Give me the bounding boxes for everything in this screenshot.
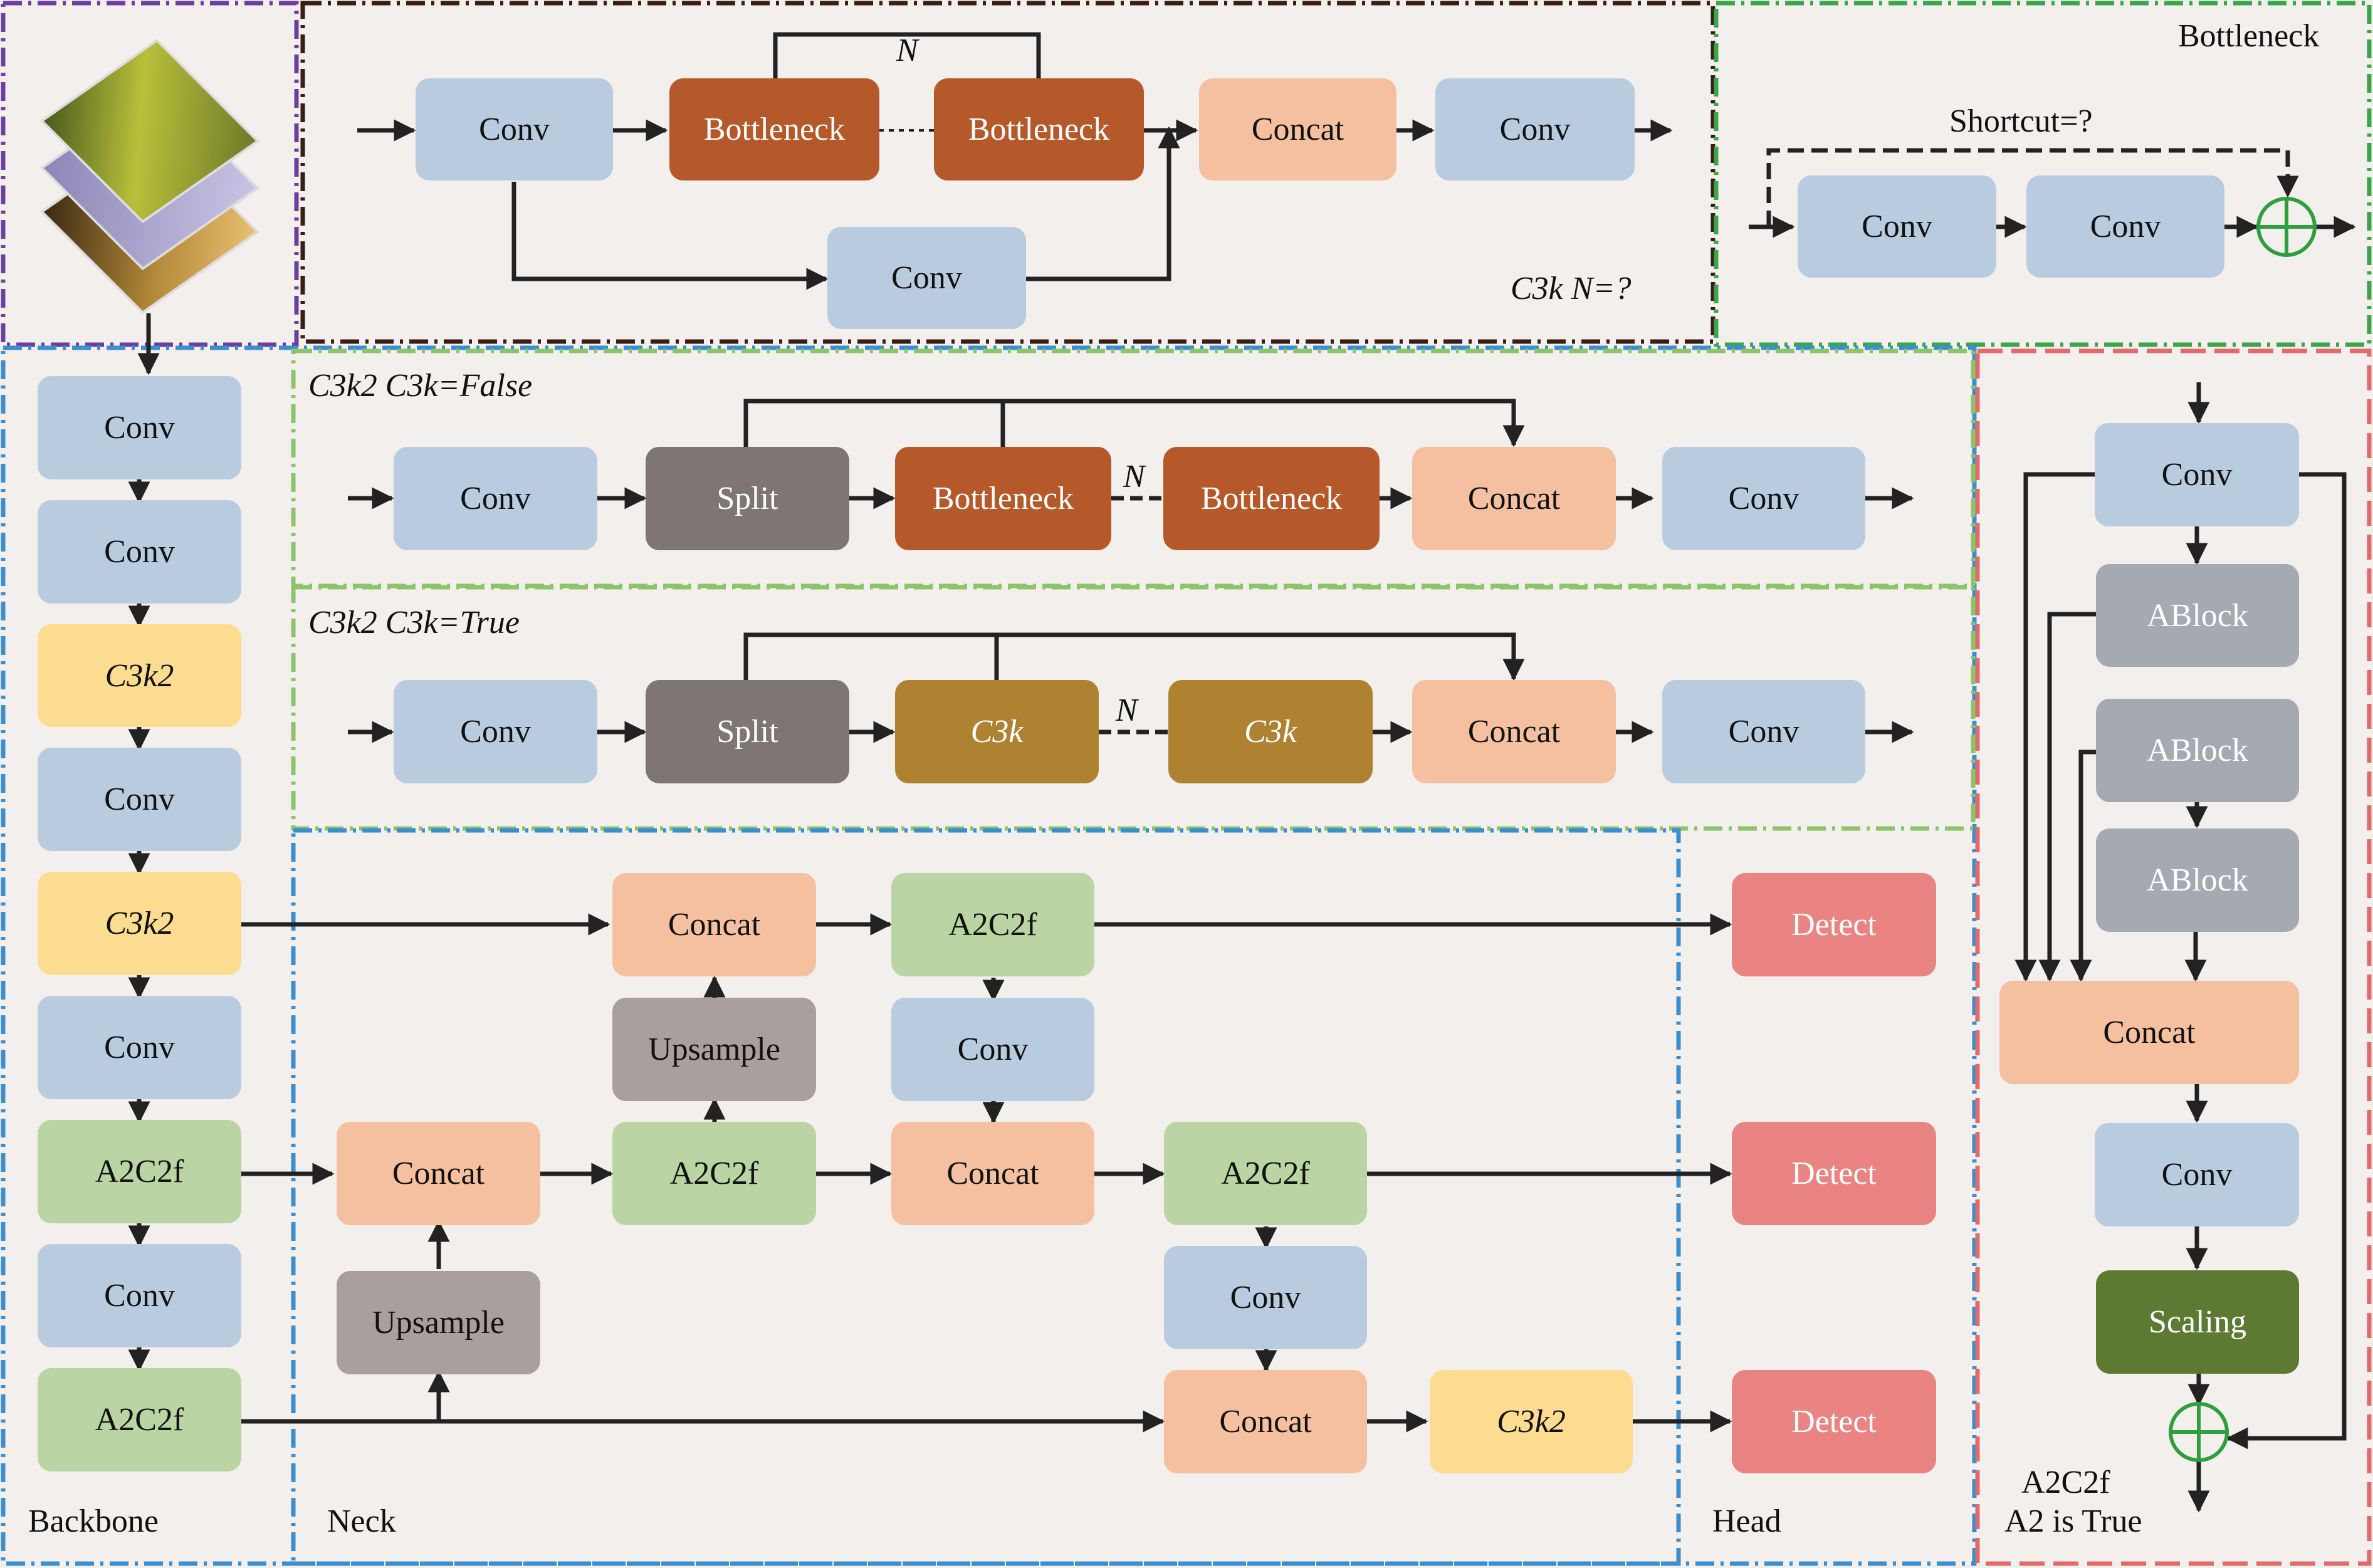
head-detect-3: Detect bbox=[1732, 1370, 1936, 1473]
a2c2f-conv-output: Conv bbox=[2095, 1123, 2299, 1226]
c3k2t-split: Split bbox=[646, 680, 849, 783]
shortcut-label: Shortcut=? bbox=[1949, 103, 2093, 139]
c3k2f-split: Split bbox=[646, 447, 849, 550]
backbone-a2c2f-2: A2C2f bbox=[38, 1368, 241, 1471]
neck-conv-down-2: Conv bbox=[1164, 1246, 1367, 1349]
backbone-c3k2-2: C3k2 bbox=[38, 872, 241, 975]
a2c2f-ablock-3: ABlock bbox=[2096, 828, 2299, 932]
neck-a2c2f-mid: A2C2f bbox=[612, 1122, 816, 1225]
neck-upsample-1: Upsample bbox=[337, 1271, 540, 1374]
a2c2f-scaling: Scaling bbox=[2096, 1270, 2299, 1374]
neck-concat-bottom: Concat bbox=[1164, 1370, 1367, 1473]
bottleneck-title: Bottleneck bbox=[2178, 18, 2320, 54]
bottleneck-conv-2: Conv bbox=[2026, 175, 2224, 278]
neck-concat-mid: Concat bbox=[891, 1122, 1094, 1225]
bottleneck-conv-1: Conv bbox=[1798, 175, 1996, 278]
neck-label: Neck bbox=[327, 1503, 396, 1539]
a2c2f-concat: Concat bbox=[1999, 981, 2299, 1084]
backbone-conv-4: Conv bbox=[38, 996, 241, 1099]
c3k-bottleneck-n: Bottleneck bbox=[934, 78, 1144, 180]
c3k2t-concat: Concat bbox=[1412, 680, 1616, 783]
add-circle-icon bbox=[2256, 197, 2317, 257]
backbone-conv-3: Conv bbox=[38, 748, 241, 851]
c3k-conv-output: Conv bbox=[1435, 78, 1635, 180]
c3k2-false-title: C3k2 C3k=False bbox=[308, 368, 533, 404]
backbone-conv-2: Conv bbox=[38, 500, 241, 604]
a2c2f-conv-input: Conv bbox=[2095, 423, 2299, 526]
c3k-conv-branch: Conv bbox=[827, 227, 1026, 329]
backbone-label: Backbone bbox=[28, 1503, 159, 1539]
frame-c3k2-false bbox=[291, 348, 1976, 588]
c3k-conv-input: Conv bbox=[416, 78, 613, 180]
c3k2f-n-label: N bbox=[1123, 459, 1145, 494]
c3k2-true-title: C3k2 C3k=True bbox=[308, 605, 520, 640]
a2c2f-ablock-2: ABlock bbox=[2096, 699, 2299, 802]
c3k2t-c3k-1: C3k bbox=[895, 680, 1099, 783]
backbone-c3k2-1: C3k2 bbox=[38, 624, 241, 727]
c3k-n-label: N bbox=[896, 33, 918, 68]
backbone-a2c2f-1: A2C2f bbox=[38, 1120, 241, 1223]
head-detect-2: Detect bbox=[1732, 1122, 1936, 1225]
frame-c3k bbox=[300, 1, 1716, 344]
c3k2f-conv-input: Conv bbox=[394, 447, 597, 550]
backbone-conv-1: Conv bbox=[38, 376, 241, 479]
a2c2f-ablock-1: ABlock bbox=[2096, 564, 2299, 667]
neck-a2c2f-top: A2C2f bbox=[891, 873, 1094, 976]
c3k2t-n-label: N bbox=[1116, 693, 1138, 728]
c3k-bottleneck-1: Bottleneck bbox=[669, 78, 879, 180]
c3k2f-bottleneck-n: Bottleneck bbox=[1163, 447, 1380, 550]
frame-a2c2f bbox=[1975, 348, 2372, 1566]
c3k2t-conv-output: Conv bbox=[1662, 680, 1865, 783]
neck-a2c2f-right: A2C2f bbox=[1164, 1122, 1367, 1225]
c3k2f-conv-output: Conv bbox=[1662, 447, 1865, 550]
neck-conv-down-1: Conv bbox=[891, 998, 1094, 1101]
backbone-conv-5: Conv bbox=[38, 1244, 241, 1347]
neck-c3k2: C3k2 bbox=[1430, 1370, 1633, 1473]
c3k2f-concat: Concat bbox=[1412, 447, 1616, 550]
c3k2t-conv-input: Conv bbox=[394, 680, 597, 783]
frame-bottleneck bbox=[1714, 1, 2372, 347]
a2c2f-title-line1: A2C2f bbox=[2021, 1465, 2110, 1500]
frame-neck bbox=[291, 828, 1681, 1566]
c3k-concat: Concat bbox=[1199, 78, 1396, 180]
c3k2f-bottleneck-1: Bottleneck bbox=[895, 447, 1111, 550]
neck-concat-top: Concat bbox=[612, 873, 816, 976]
neck-upsample-2: Upsample bbox=[612, 998, 816, 1101]
head-detect-1: Detect bbox=[1732, 873, 1936, 976]
frame-input bbox=[1, 1, 299, 347]
head-label: Head bbox=[1712, 1503, 1781, 1539]
c3k2t-c3k-n: C3k bbox=[1168, 680, 1373, 783]
neck-concat-left: Concat bbox=[337, 1122, 540, 1225]
a2c2f-title-line2: A2 is True bbox=[2004, 1503, 2142, 1539]
c3k-title: C3k N=? bbox=[1511, 271, 1632, 306]
add-circle-icon bbox=[2169, 1402, 2229, 1462]
